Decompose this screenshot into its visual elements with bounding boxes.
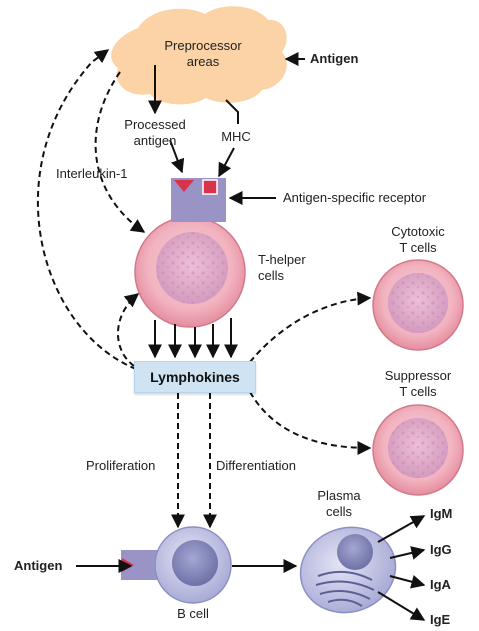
mhc-to-receptor-arrow xyxy=(218,147,235,178)
mhc-label: MHC xyxy=(221,129,251,144)
lymphokines-to-preprocessor-arrow xyxy=(36,49,137,370)
dashed-arrows xyxy=(36,49,372,529)
ige-label: IgE xyxy=(430,612,451,627)
igm-arrow xyxy=(377,515,426,543)
preprocessor-areas-label: Preprocessor areas xyxy=(164,38,242,69)
proliferation-label: Proliferation xyxy=(86,458,156,473)
solid-arrows xyxy=(76,52,426,621)
ige-arrow xyxy=(377,591,426,621)
cytotoxic-t-cells-label: Cytotoxic T cells xyxy=(391,224,445,255)
processed-to-receptor-arrow xyxy=(169,139,185,174)
antigen-specific-receptor-label: Antigen-specific receptor xyxy=(283,190,427,205)
igg-label: IgG xyxy=(430,542,452,557)
suppressor-t-cells-label: Suppressor T cells xyxy=(384,368,452,399)
plasma-cell xyxy=(299,526,397,614)
antigen-label-bottom: Antigen xyxy=(14,558,63,573)
antigen-specific-receptor xyxy=(171,178,226,222)
processed-antigen-label: Processed antigen xyxy=(124,117,186,148)
t-helper-cells-label: T-helper cells xyxy=(258,252,306,283)
interleukin-1-arrow xyxy=(94,71,146,233)
to-cytotoxic-arrow xyxy=(249,291,372,363)
suppressor-t-cell xyxy=(372,404,464,496)
plasma-cells-label: Plasma cells xyxy=(317,488,361,519)
t-helper-cell xyxy=(134,216,246,328)
antigen-label-top: Antigen xyxy=(310,51,359,66)
lymphokines-feedback-arrow xyxy=(117,293,140,367)
igg-arrow xyxy=(389,546,426,560)
igm-label: IgM xyxy=(430,506,453,521)
b-cell xyxy=(121,526,232,604)
preprocessor-to-mhc-line xyxy=(225,99,239,124)
to-suppressor-arrow xyxy=(249,391,372,455)
cytotoxic-t-cell xyxy=(372,259,464,351)
interleukin-1-label: Interleukin-1 xyxy=(56,166,128,181)
iga-arrow xyxy=(389,575,426,589)
b-cell-label: B cell xyxy=(177,606,209,621)
iga-label: IgA xyxy=(430,577,451,592)
lymphokines-box: Lymphokines xyxy=(134,361,256,393)
differentiation-label: Differentiation xyxy=(216,458,296,473)
